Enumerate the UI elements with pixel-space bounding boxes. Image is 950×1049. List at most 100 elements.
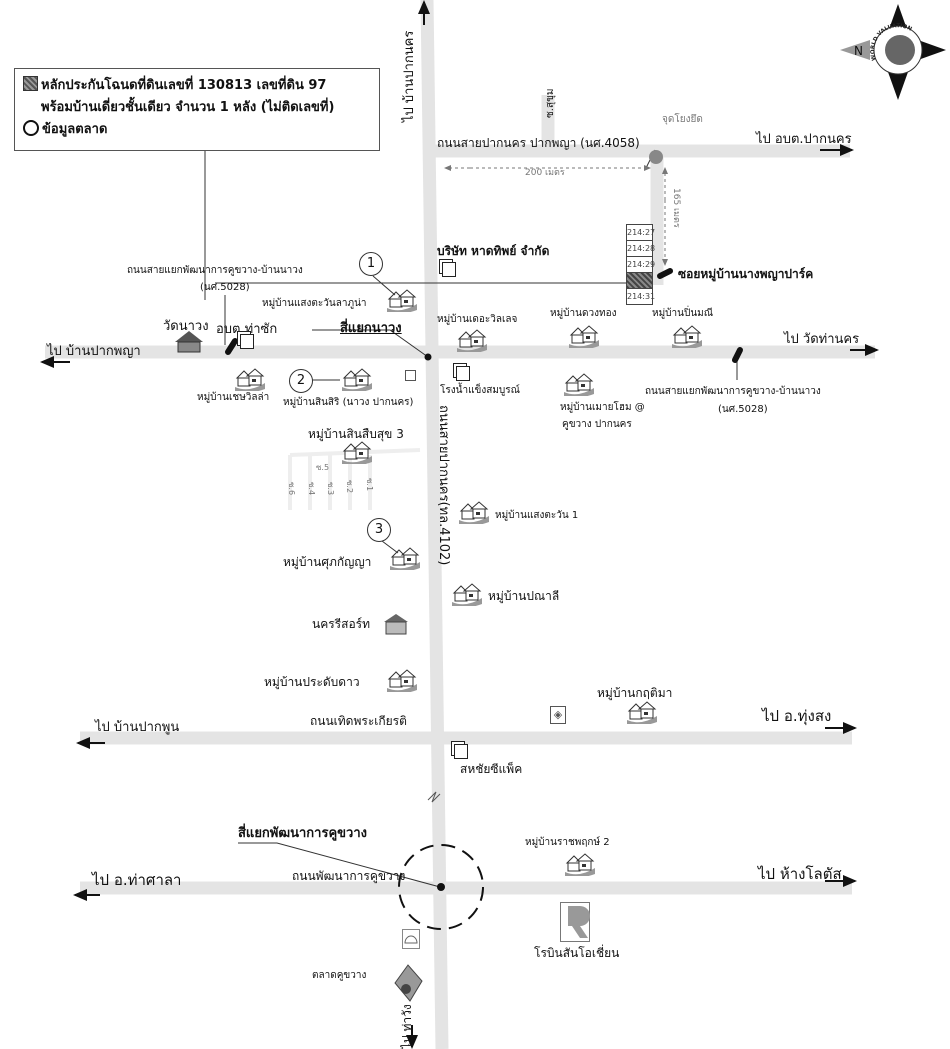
label-pinmanee: หมู่บ้านปิ่นมณี <box>652 308 714 319</box>
label-duangthong: หมู่บ้านดวงทอง <box>550 308 617 319</box>
collateral-parcel <box>626 272 653 289</box>
label-to-thasala: ไป อ.ท่าศาลา <box>92 871 182 889</box>
village-icon <box>388 546 422 572</box>
village-icon <box>385 288 419 314</box>
village-icon <box>670 324 704 350</box>
village-icon <box>625 700 659 726</box>
label-distance-165: 165 เมตร <box>671 188 681 228</box>
village-icon <box>457 500 491 526</box>
label-road-5028-code: (นศ.5028) <box>200 282 250 293</box>
legend-market-data: ข้อมูลตลาด <box>42 122 108 137</box>
label-obt-thasak: อบต.ท่าซัก <box>216 322 278 337</box>
market-marker-2: 2 <box>289 369 313 393</box>
label-soi: ซ.4 <box>307 482 316 496</box>
label-to-thungsong: ไป อ.ทุ่งสง <box>762 707 832 725</box>
legend-collateral: หลักประกันโฉนดที่ดินเลขที่ 130813 เลขที่… <box>41 78 327 93</box>
label-sinsuebsuk-3: หมู่บ้านสินสืบสุข 3 <box>308 427 404 441</box>
parcel: 214:29 <box>626 256 655 273</box>
label-krittima: หมู่บ้านกฤติมา <box>597 686 673 700</box>
label-to-wat-thanakhon: ไป วัดท่านคร <box>784 332 860 347</box>
market-data-circle-icon <box>23 120 39 136</box>
resort-icon <box>384 614 408 635</box>
label-sahachai: สหชัยซีแพ็ค <box>460 762 523 776</box>
label-nakhon-resort: นครรีสอร์ท <box>312 617 371 631</box>
label-my-home: หมู่บ้านเมายโฮม @ <box>560 402 645 413</box>
label-hadthip: บริษัท หาดทิพย์ จำกัด <box>437 244 550 258</box>
label-ratchaphruek-2: หมู่บ้านราชพฤกษ์ 2 <box>525 837 610 848</box>
label-sangtawan-1: หมู่บ้านแสงตะวัน 1 <box>495 510 579 521</box>
compass-rose-icon: WORLD VALUATION N <box>840 4 946 100</box>
label-wat-nawong: วัดนาวง <box>163 319 209 334</box>
village-icon <box>563 852 597 878</box>
label-pradabdao: หมู่บ้านประดับดาว <box>264 675 360 689</box>
label-robinson: โรบินสันโอเชี่ยน <box>534 946 620 960</box>
label-road-4058: ถนนสายปากนคร ปากพญา (นศ.4058) <box>437 136 640 150</box>
village-icon <box>455 328 489 354</box>
village-icon <box>450 582 484 608</box>
label-road-5028: ถนนสายแยกพัฒนาการคูขวาง-บ้านนาวง <box>127 265 303 276</box>
label-supakanya: หมู่บ้านศุภกัญญา <box>283 555 372 569</box>
road-start-markers <box>225 268 743 363</box>
label-reference-point: จุดโยงยึด <box>662 114 703 125</box>
label-to-thawang: ไป ท่าวัง <box>400 1004 414 1049</box>
svg-text:N: N <box>854 44 863 58</box>
building-icon <box>454 744 468 759</box>
label-khukhwang-market: ตลาดคูขวาง <box>312 970 367 981</box>
parcel: 214:28 <box>626 240 655 257</box>
parcel-table: 214:27 214:28 214:29 214:31 <box>626 224 655 305</box>
collateral-swatch-icon <box>23 76 38 91</box>
market-icon <box>394 964 423 1002</box>
village-icon <box>562 372 596 398</box>
label-soi: ซ.6 <box>287 482 296 496</box>
label-to-ban-paknakhon: ไป บ้านปากนคร <box>402 30 417 122</box>
label-to-obt-paknakhon: ไป อบต.ปากนคร <box>756 132 852 147</box>
label-chet-villa: หมู่บ้านเชษวิลล่า <box>197 392 270 403</box>
label-soi-nangphaya-park: ซอยหมู่บ้านนางพญาปาร์ค <box>678 267 814 281</box>
label-road-5028-right-code: (นศ.5028) <box>718 404 768 415</box>
label-soi: ซ.1 <box>365 478 374 492</box>
building-icon <box>456 366 470 381</box>
label-soi: ซ.3 <box>326 482 335 496</box>
label-nawong-junction: สี่แยกนาวง <box>340 321 402 336</box>
label-to-ban-pakphaya: ไป บ้านปากพญา <box>47 344 141 359</box>
temple-icon <box>175 331 203 353</box>
label-main-road-4102: ถนนสายปากนคร(ทล.4102) <box>436 405 451 566</box>
market-marker-3: 3 <box>367 518 391 542</box>
label-road-5028-right: ถนนสายแยกพัฒนาการคูขวาง-บ้านนาวง <box>645 386 821 397</box>
label-panalee: หมู่บ้านปณาลี <box>488 589 560 603</box>
parcel: 214:31 <box>626 288 655 305</box>
village-icon <box>233 367 267 393</box>
label-sinsiri: หมู่บ้านสินสิริ (นาวง ปากนคร) <box>283 397 414 408</box>
label-ice-factory: โรงน้ำแข็งสมบูรณ์ <box>440 385 520 396</box>
village-icon <box>385 668 419 694</box>
map-legend: หลักประกันโฉนดที่ดินเลขที่ 130813 เลขที่… <box>14 68 380 151</box>
label-to-ban-pakphun: ไป บ้านปากพูน <box>95 720 180 735</box>
building-icon <box>240 334 254 349</box>
label-the-village: หมู่บ้านเดอะวิลเลจ <box>437 314 518 325</box>
nawong-junction-dot <box>424 353 432 361</box>
robinson-logo-icon <box>560 902 590 942</box>
label-soi: ซ.2 <box>345 480 354 494</box>
main-road-4102 <box>420 0 449 1049</box>
shell-station-icon <box>402 929 420 949</box>
village-icon <box>340 367 374 393</box>
label-sangtawan-laguna: หมู่บ้านแสงตะวันลาภูน่า <box>262 298 367 309</box>
label-khukhwang-junction: สี่แยกพัฒนาการคูขวาง <box>238 826 367 841</box>
village-icon <box>567 324 601 350</box>
building-icon <box>442 262 456 277</box>
khukhwang-junction-circle <box>398 844 484 930</box>
label-thoet-phrakiat-road: ถนนเทิดพระเกียรติ <box>310 714 407 728</box>
reference-point-marker <box>649 150 663 164</box>
ptt-station-icon: ◈ <box>550 706 566 724</box>
small-building-icon <box>405 370 416 381</box>
label-distance-200: 200 เมตร <box>525 168 565 178</box>
legend-collateral-detail: พร้อมบ้านเดี่ยวชั้นเดียว จำนวน 1 หลัง (ไ… <box>41 100 335 115</box>
village-icon <box>340 440 374 466</box>
label-to-lotus: ไป ห้างโลตัส <box>758 865 842 883</box>
market-marker-1: 1 <box>359 252 383 276</box>
parcel: 214:27 <box>626 224 655 241</box>
label-soi-sukhum: ซ.สุขุม <box>545 88 556 119</box>
label-khukhwang-road: ถนนพัฒนาการคูขวาง <box>292 869 406 883</box>
label-soi: ซ.5 <box>316 463 330 472</box>
label-my-home-location: คูขวาง ปากนคร <box>562 419 632 430</box>
